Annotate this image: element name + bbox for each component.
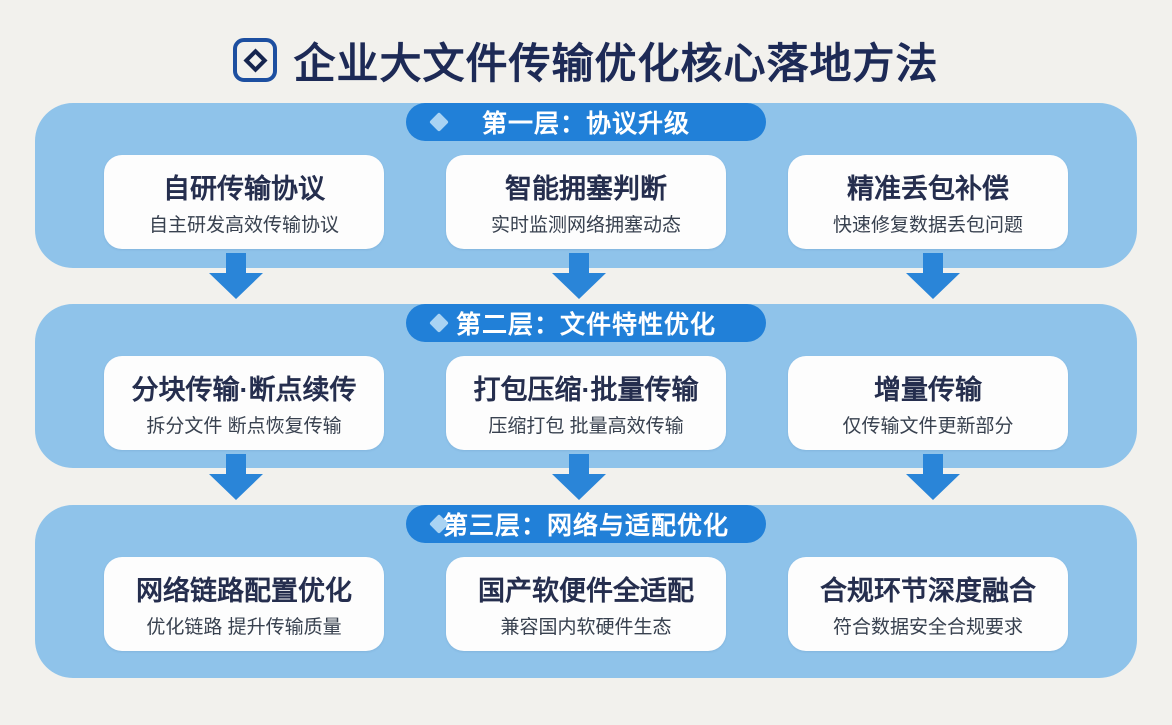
card-subtitle: 自主研发高效传输协议 <box>148 215 339 236</box>
down-arrow-icon <box>552 454 606 500</box>
card-subtitle: 压缩打包 批量高效传输 <box>488 416 684 437</box>
arrow-row-1 <box>0 253 1172 301</box>
card-subtitle: 优化链路 提升传输质量 <box>146 617 342 638</box>
down-arrow-icon <box>209 454 263 500</box>
layer-2-cards: 分块传输·断点续传 拆分文件 断点恢复传输 打包压缩·批量传输 压缩打包 批量高… <box>35 356 1137 450</box>
diamond-glyph <box>243 47 268 73</box>
card-network-link-config: 网络链路配置优化 优化链路 提升传输质量 <box>104 557 384 651</box>
layer-1-cards: 自研传输协议 自主研发高效传输协议 智能拥塞判断 实时监测网络拥塞动态 精准丢包… <box>35 155 1137 249</box>
diamond-bullet-icon <box>429 313 449 333</box>
diamond-bullet-icon <box>429 112 449 132</box>
card-pack-compress-batch: 打包压缩·批量传输 压缩打包 批量高效传输 <box>446 356 726 450</box>
down-arrow-icon <box>209 253 263 299</box>
card-title: 自研传输协议 <box>163 174 325 204</box>
card-chunked-resume: 分块传输·断点续传 拆分文件 断点恢复传输 <box>104 356 384 450</box>
layer-2-header: 第二层：文件特性优化 <box>406 304 766 342</box>
card-title: 打包压缩·批量传输 <box>473 375 699 405</box>
layer-panel-2: 第二层：文件特性优化 分块传输·断点续传 拆分文件 断点恢复传输 打包压缩·批量… <box>35 304 1137 468</box>
card-congestion-detect: 智能拥塞判断 实时监测网络拥塞动态 <box>446 155 726 249</box>
layer-3-header: 第三层：网络与适配优化 <box>406 505 766 543</box>
card-packetloss-compensation: 精准丢包补偿 快速修复数据丢包问题 <box>788 155 1068 249</box>
layer-panel-3: 第三层：网络与适配优化 网络链路配置优化 优化链路 提升传输质量 国产软便件全适… <box>35 505 1137 678</box>
layer-2-label: 第二层：文件特性优化 <box>455 311 716 339</box>
layer-3-label: 第三层：网络与适配优化 <box>442 512 729 540</box>
layer-1-header: 第一层：协议升级 <box>406 103 766 141</box>
card-subtitle: 快速修复数据丢包问题 <box>832 215 1023 236</box>
card-incremental-transfer: 增量传输 仅传输文件更新部分 <box>788 356 1068 450</box>
down-arrow-icon <box>906 454 960 500</box>
card-subtitle: 仅传输文件更新部分 <box>842 416 1014 437</box>
card-subtitle: 符合数据安全合规要求 <box>832 617 1023 638</box>
page-title: 企业大文件传输优化核心落地方法 <box>293 39 939 87</box>
card-title: 合规环节深度融合 <box>820 576 1036 606</box>
card-title: 网络链路配置优化 <box>136 576 352 606</box>
layer-panel-1: 第一层：协议升级 自研传输协议 自主研发高效传输协议 智能拥塞判断 实时监测网络… <box>35 103 1137 268</box>
layer-1-label: 第一层：协议升级 <box>481 110 690 138</box>
layer-3-cards: 网络链路配置优化 优化链路 提升传输质量 国产软便件全适配 兼容国内软硬件生态 … <box>35 557 1137 651</box>
card-subtitle: 实时监测网络拥塞动态 <box>490 215 681 236</box>
card-domestic-compat: 国产软便件全适配 兼容国内软硬件生态 <box>446 557 726 651</box>
card-subtitle: 兼容国内软硬件生态 <box>500 617 672 638</box>
card-protocol-selfdev: 自研传输协议 自主研发高效传输协议 <box>104 155 384 249</box>
card-title: 分块传输·断点续传 <box>131 375 357 405</box>
card-title: 国产软便件全适配 <box>478 576 694 606</box>
down-arrow-icon <box>552 253 606 299</box>
arrow-row-2 <box>0 454 1172 502</box>
card-compliance-integration: 合规环节深度融合 符合数据安全合规要求 <box>788 557 1068 651</box>
diamond-outline-icon <box>233 38 278 82</box>
card-title: 智能拥塞判断 <box>505 174 667 204</box>
card-title: 增量传输 <box>874 375 982 405</box>
down-arrow-icon <box>906 253 960 299</box>
card-subtitle: 拆分文件 断点恢复传输 <box>146 416 342 437</box>
card-title: 精准丢包补偿 <box>847 174 1009 204</box>
title-bar: 企业大文件传输优化核心落地方法 <box>0 30 1172 90</box>
